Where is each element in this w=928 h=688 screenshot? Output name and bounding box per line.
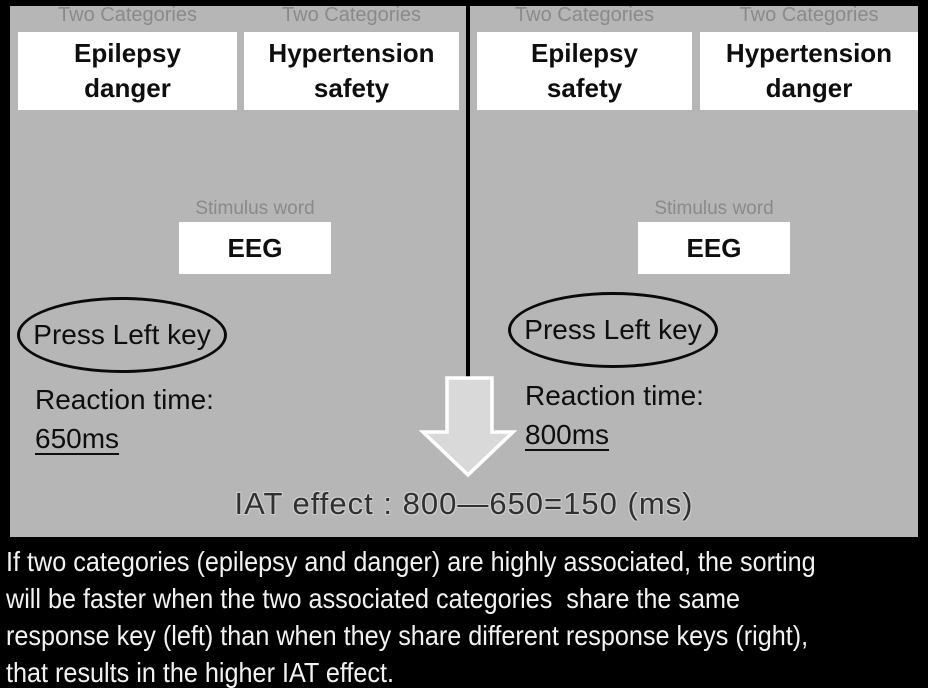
press-left-key-ellipse: Press Left key <box>17 297 227 373</box>
down-arrow-icon <box>418 376 518 478</box>
iat-effect-formula: IAT effect : 800—650=150 (ms) <box>234 486 694 521</box>
stimulus-word-box: EEG <box>179 222 331 274</box>
reaction-time-value: 650ms <box>35 423 120 454</box>
panel-divider-line <box>466 6 470 378</box>
stimulus-word: EEG <box>686 232 742 263</box>
two-categories-label: Two Categories <box>515 4 654 26</box>
category-line: safety <box>546 73 623 103</box>
stimulus-word: EEG <box>227 232 283 263</box>
two-categories-label: Two Categories <box>58 4 197 26</box>
category-line: safety <box>313 73 390 103</box>
caption-line: response key (left) than when they share… <box>6 620 809 651</box>
category-box-epilepsy-danger: Epilepsy danger <box>18 32 237 110</box>
key-instruction: Press Left key <box>33 319 211 350</box>
category-line: danger <box>765 73 853 103</box>
category-box-hypertension-safety: Hypertension safety <box>244 32 459 110</box>
key-instruction: Press Left key <box>524 314 702 345</box>
category-box-hypertension-danger: Hypertension danger <box>700 32 918 110</box>
category-line: danger <box>84 73 171 103</box>
press-left-key-ellipse: Press Left key <box>508 292 718 368</box>
figure-caption: If two categories (epilepsy and danger) … <box>6 543 928 688</box>
category-line: Epilepsy <box>74 38 181 68</box>
stimulus-word-label: Stimulus word <box>654 198 774 219</box>
reaction-time-value: 800ms <box>525 419 610 450</box>
two-categories-label: Two Categories <box>739 4 879 26</box>
category-line: Hypertension <box>268 38 435 68</box>
reaction-time-label: Reaction time: <box>35 384 214 415</box>
two-categories-label: Two Categories <box>282 4 421 26</box>
category-line: Epilepsy <box>531 38 638 68</box>
caption-line: that results in the higher IAT effect. <box>6 657 395 688</box>
category-box-epilepsy-safety: Epilepsy safety <box>477 32 692 110</box>
stimulus-word-box: EEG <box>638 222 790 274</box>
reaction-time-label: Reaction time: <box>525 380 704 411</box>
caption-line: will be faster when the two associated c… <box>6 583 740 614</box>
caption-line: If two categories (epilepsy and danger) … <box>6 546 816 577</box>
stimulus-word-label: Stimulus word <box>195 198 315 219</box>
category-line: Hypertension <box>725 38 893 68</box>
